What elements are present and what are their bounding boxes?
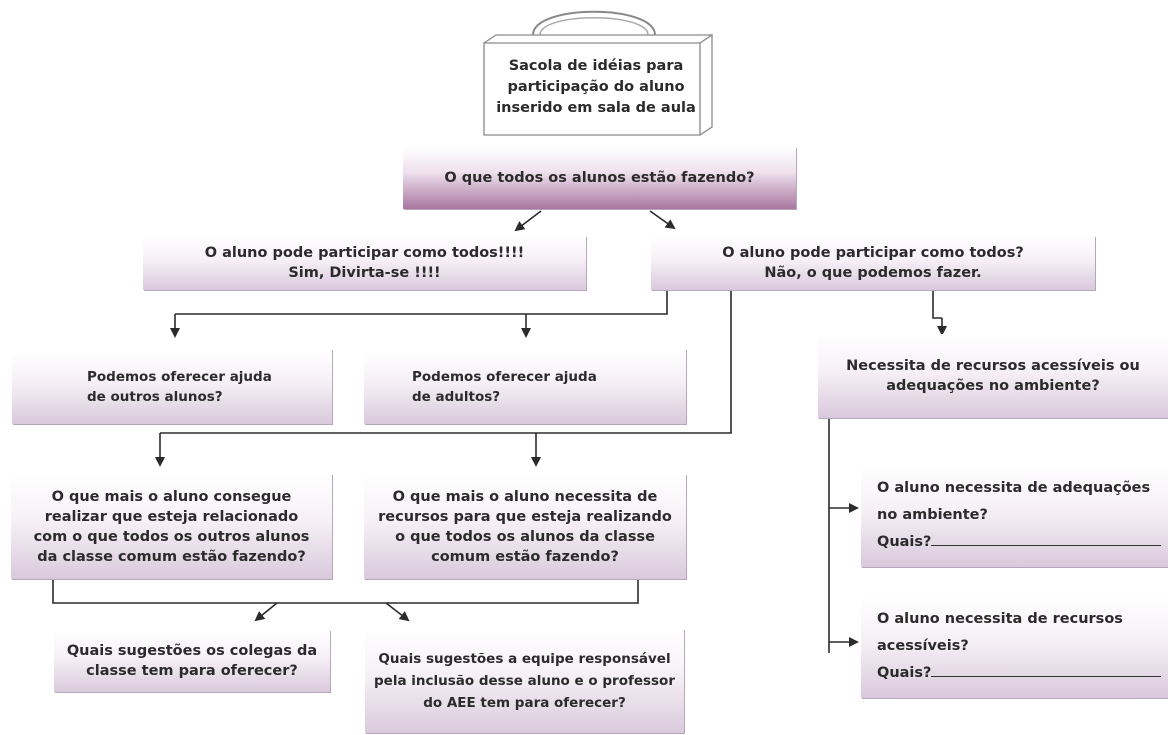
node-team-suggestions: Quais sugestões a equipe responsável pel…: [365, 629, 684, 733]
node-accessible-resources: Necessita de recursos acessíveis ou adeq…: [818, 334, 1168, 418]
node-what-all-students-do: O que todos os alunos estão fazendo?: [403, 147, 796, 209]
node-label: O que mais o aluno necessita de recursos…: [378, 488, 672, 565]
node-help-adults: Podemos oferecer ajuda de adultos?: [364, 349, 686, 424]
adequacoes-quais: Quais?: [877, 534, 932, 550]
node-label: O aluno pode participar como todos!!!! S…: [204, 245, 525, 281]
node-yes-participate: O aluno pode participar como todos!!!! S…: [143, 236, 586, 290]
node-label: O aluno pode participar como todos? Não,…: [722, 245, 1024, 281]
arrow-to-sim: [514, 210, 542, 232]
acessiveis-line2: acessíveis?: [877, 638, 969, 654]
line-nao-to-consegue: [160, 290, 732, 434]
acessiveis-answer-line[interactable]: [931, 676, 1162, 677]
arrow-to-equipe: [385, 602, 410, 622]
node-accessible-resources-detail: O aluno necessita de recursos acessíveis…: [861, 595, 1168, 698]
node-label: Necessita de recursos acessíveis ou adeq…: [846, 358, 1140, 394]
bag-handle: [532, 10, 656, 36]
arrow-to-nao: [649, 210, 676, 230]
node-label: O que mais o aluno consegue realizar que…: [33, 488, 310, 565]
node-what-more-needs: O que mais o aluno necessita de recursos…: [364, 474, 686, 579]
adequacoes-line2: no ambiente?: [877, 507, 988, 523]
node-label: Podemos oferecer ajuda de outros alunos?: [87, 368, 272, 405]
line-merge-sugestoes: [52, 580, 639, 604]
bag-title: Sacola de idéias para participação do al…: [496, 58, 696, 116]
node-label: Podemos oferecer ajuda de adultos?: [412, 368, 597, 405]
node-label: Quais sugestões a equipe responsável pel…: [374, 651, 675, 711]
line-nao-to-ajuda: [175, 290, 668, 315]
node-environment-adaptations: O aluno necessita de adequações no ambie…: [861, 464, 1168, 567]
node-label: Quais sugestões os colegas da classe tem…: [66, 643, 318, 679]
bag-handle-inner: [539, 17, 649, 36]
node-classmates-suggestions: Quais sugestões os colegas da classe tem…: [54, 630, 330, 692]
node-label: O que todos os alunos estão fazendo?: [444, 170, 755, 186]
node-what-more-can-do: O que mais o aluno consegue realizar que…: [11, 474, 332, 579]
acessiveis-quais: Quais?: [877, 665, 932, 681]
node-help-other-students: Podemos oferecer ajuda de outros alunos?: [12, 349, 332, 424]
arrow-to-colegas: [254, 602, 278, 622]
acessiveis-quais-row: Quais?: [877, 660, 1162, 687]
line-nao-to-recursos: [932, 290, 942, 319]
bag-side: [483, 33, 713, 136]
acessiveis-line1: O aluno necessita de recursos: [877, 611, 1123, 627]
adequacoes-quais-row: Quais?: [877, 529, 1162, 556]
adequacoes-line1: O aluno necessita de adequações: [877, 480, 1151, 496]
node-no-participate: O aluno pode participar como todos? Não,…: [651, 236, 1095, 290]
adequacoes-answer-line[interactable]: [931, 545, 1162, 546]
